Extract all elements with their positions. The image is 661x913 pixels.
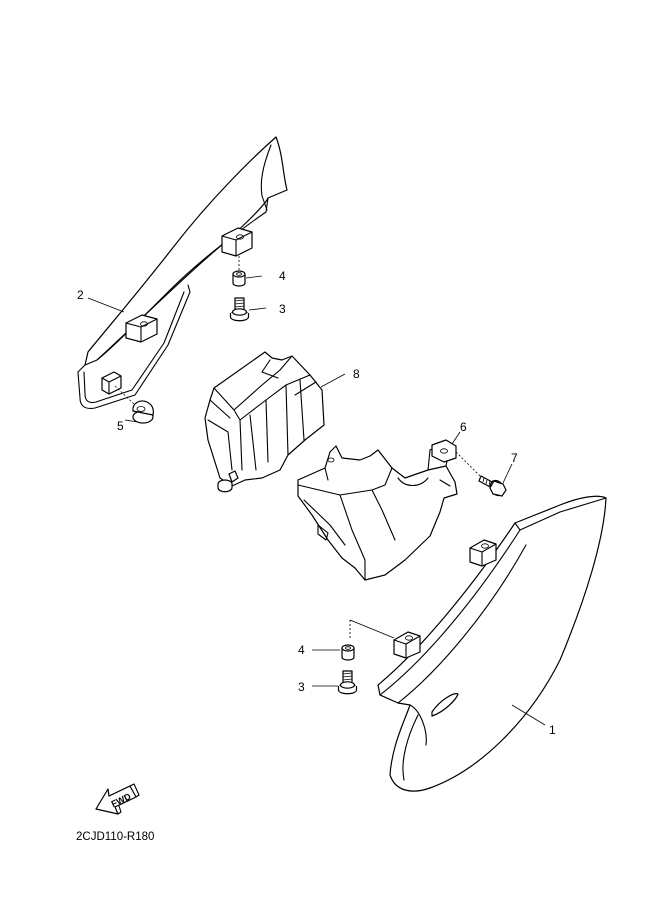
bracket-stay <box>431 439 483 479</box>
callout-5: 5 <box>117 419 124 433</box>
screw-upper <box>229 297 250 322</box>
callout-3-upper: 3 <box>279 302 286 316</box>
screw-lower <box>337 670 358 695</box>
callout-4-upper: 4 <box>279 269 286 283</box>
callout-1: 1 <box>549 723 556 737</box>
callout-7: 7 <box>511 451 518 465</box>
bolt-flange <box>478 475 507 497</box>
callout-2: 2 <box>77 288 84 302</box>
tool-case <box>204 351 325 493</box>
centre-panel <box>297 445 458 581</box>
collar-upper <box>232 256 246 287</box>
callout-labels: 1 2 3 3 4 4 5 6 7 8 <box>77 269 556 737</box>
callout-6: 6 <box>460 420 467 434</box>
left-side-cover <box>77 136 288 409</box>
callout-8: 8 <box>353 367 360 381</box>
fwd-arrow-icon: FWD <box>95 783 140 815</box>
grommet <box>114 385 154 424</box>
right-side-cover <box>349 495 607 792</box>
collar-lower <box>341 644 355 661</box>
diagram-code: 2CJD110-R180 <box>76 831 154 843</box>
callout-3-lower: 3 <box>298 680 305 694</box>
callout-4-lower: 4 <box>298 643 305 657</box>
leader-lines <box>87 275 546 726</box>
